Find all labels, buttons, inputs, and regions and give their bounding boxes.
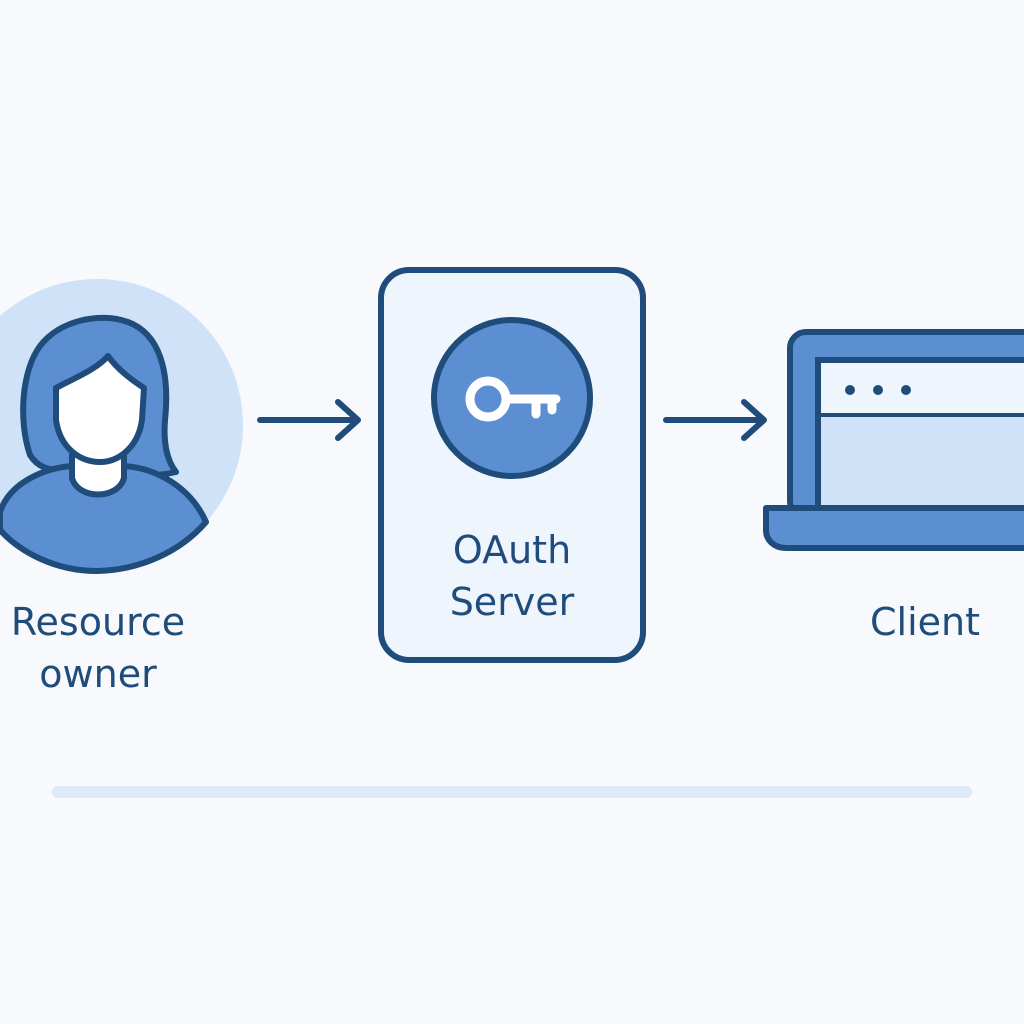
laptop-icon	[763, 329, 1024, 551]
oauth-server-node	[378, 267, 646, 663]
resource-owner-label: Resource owner	[0, 596, 196, 700]
arrow-owner-to-server	[257, 399, 361, 441]
resource-owner-label-line1: Resource	[10, 600, 186, 644]
laptop-base	[763, 505, 1024, 551]
resource-owner-node	[0, 279, 243, 574]
browser-dot-icon	[845, 385, 855, 395]
oauth-server-label: OAuth Server	[381, 524, 643, 628]
client-node	[763, 329, 1024, 551]
browser-dot-icon	[901, 385, 911, 395]
client-label-text: Client	[869, 600, 980, 644]
person-icon	[0, 314, 209, 574]
divider-bar	[52, 786, 972, 798]
oauth-server-label-line2: Server	[449, 580, 575, 624]
oauth-server-label-line1: OAuth	[452, 528, 572, 572]
resource-owner-label-line2: owner	[39, 652, 157, 696]
key-icon	[465, 376, 561, 422]
client-label: Client	[820, 596, 1024, 648]
browser-dot-icon	[873, 385, 883, 395]
arrow-server-to-client	[663, 399, 767, 441]
